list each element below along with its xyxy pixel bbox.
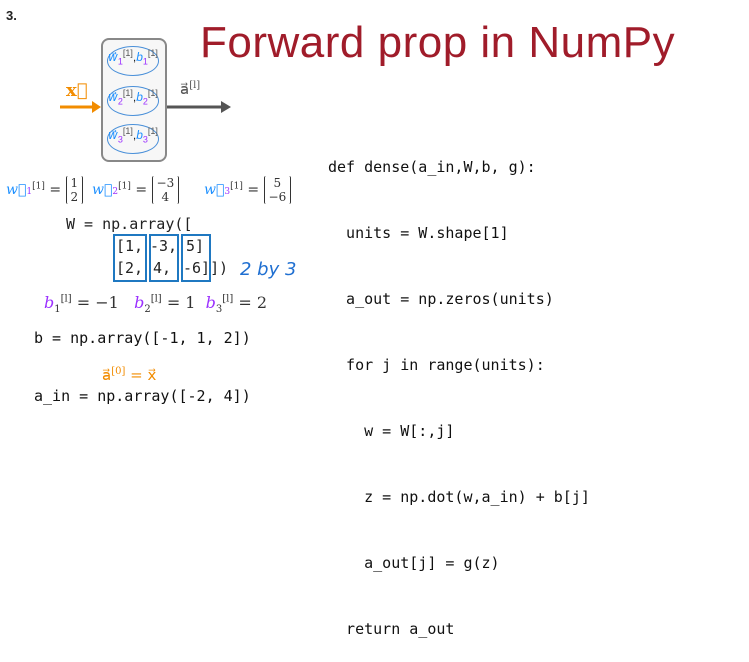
shape-note: 2 by 3 [240, 259, 297, 280]
neuron-2-label: w⃗2[1],b2[1] [108, 88, 158, 107]
slide-number: 3. [6, 8, 17, 23]
w-row1-c3: 5] [186, 237, 205, 255]
b-array-code: b = np.array([-1, 1, 2]) [34, 329, 251, 347]
input-x-label: x⃗ [66, 80, 88, 101]
b2: b [134, 293, 145, 312]
a0-lhs: a⃗ [102, 366, 112, 384]
neuron-3-b: b [136, 128, 143, 142]
code-line: a_out[j] = g(z) [328, 554, 500, 572]
b2-val: = 1 [166, 293, 196, 312]
neuron-2-b-sup: [1] [147, 88, 158, 98]
b1: b [44, 293, 55, 312]
neuron-2-w-sup: [1] [122, 88, 133, 98]
code-line: for j in range(units): [328, 356, 545, 374]
w2-top: −3 [156, 176, 175, 190]
code-line: w = W[:,j] [328, 422, 455, 440]
w2-name: w⃗ [92, 182, 113, 198]
bias-values: b1[l] = −1 b2[l] = 1 b3[l] = 2 [44, 293, 267, 315]
page-title: Forward prop in NumPy [200, 18, 676, 67]
column-box-3 [181, 234, 211, 282]
a0-rhs: = x⃗ [130, 366, 157, 384]
w-row1-c2: -3, [150, 237, 178, 255]
neuron-3-label: w⃗3[1],b3[1] [108, 126, 158, 145]
b2-sub: 2 [144, 304, 151, 316]
input-arrow-icon [60, 101, 101, 113]
neuron-1-b-sup: [1] [147, 48, 158, 58]
w3-matrix: 5−6 [263, 176, 292, 204]
w3-name: w⃗ [204, 182, 225, 198]
b2-sup: [l] [150, 293, 162, 305]
w-row2-c1: [2, [116, 259, 144, 277]
a0-equation: a⃗[0] = x⃗ [102, 366, 156, 384]
neuron-2-b-sub: 2 [142, 96, 148, 107]
w2-sup: [1] [118, 181, 131, 192]
neuron-2-b: b [136, 90, 143, 104]
dense-function-code: def dense(a_in,W,b, g): units = W.shape[… [328, 112, 590, 662]
neuron-1-w-sub: 1 [117, 56, 123, 67]
output-a: a⃗ [180, 80, 190, 98]
code-line: a_out = np.zeros(units) [328, 290, 554, 308]
output-arrow-icon [167, 101, 231, 113]
code-line: units = W.shape[1] [328, 224, 509, 242]
w2-sub: 2 [112, 187, 119, 197]
b3-sub: 3 [215, 304, 223, 316]
output-a-sup: [l] [189, 80, 201, 91]
code-line: def dense(a_in,W,b, g): [328, 158, 536, 176]
neuron-1-label: w⃗1[1],b1[1] [108, 48, 158, 67]
w1-sub: 1 [26, 187, 33, 197]
neuron-1-w: w⃗ [108, 50, 118, 64]
b3-sup: [l] [222, 293, 234, 305]
w-array-line1: W = np.array([ [66, 215, 193, 233]
b1-sup: [l] [60, 293, 72, 305]
neuron-1 [107, 46, 159, 76]
code-line: return a_out [328, 620, 455, 638]
w-row2-c3: -6]] [183, 259, 220, 277]
column-box-2 [149, 234, 179, 282]
a-in-code: a_in = np.array([-2, 4]) [34, 387, 251, 405]
b3: b [205, 293, 216, 312]
neuron-1-w-sup: [1] [122, 48, 133, 58]
neuron-2-w-sub: 2 [117, 96, 123, 107]
neuron-1-b: b [136, 50, 143, 64]
b1-val: = −1 [76, 293, 119, 312]
neuron-3-w-sub: 3 [117, 134, 123, 145]
w-row1-c1: [1, [116, 237, 144, 255]
neuron-3-b-sub: 3 [142, 134, 148, 145]
w1-top: 1 [70, 176, 79, 190]
a0-sup: [0] [111, 366, 126, 377]
b1-sub: 1 [54, 304, 61, 316]
output-a-label: a⃗[l] [180, 80, 200, 98]
neuron-1-b-sub: 1 [142, 56, 148, 67]
neuron-3-w-sup: [1] [122, 126, 133, 136]
w-row2-c2: 4, [153, 259, 172, 277]
b3-val: = 2 [238, 293, 268, 312]
w1-bottom: 2 [70, 190, 79, 204]
w-row2-close: ) [219, 259, 229, 277]
code-line: z = np.dot(w,a_in) + b[j] [328, 488, 590, 506]
neuron-3-b-sup: [1] [147, 126, 158, 136]
neuron-2 [107, 86, 159, 116]
w1-name: w⃗ [6, 182, 27, 198]
w3-sup: [1] [230, 181, 243, 192]
weight-vector-3: w⃗3[1] = 5−6 [204, 176, 292, 204]
neuron-3 [107, 124, 159, 154]
column-box-1 [113, 234, 147, 282]
neuron-3-w: w⃗ [108, 128, 118, 142]
w1-sup: [1] [32, 181, 45, 192]
w2-bottom: 4 [161, 190, 170, 204]
w3-bottom: −6 [268, 190, 287, 204]
w3-sub: 3 [224, 187, 231, 197]
w3-top: 5 [273, 176, 282, 190]
neuron-2-w: w⃗ [108, 90, 118, 104]
